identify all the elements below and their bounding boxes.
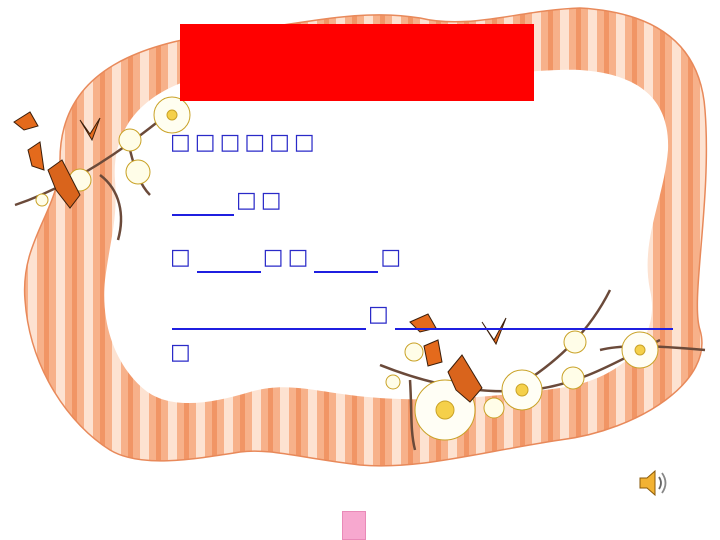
nav-button[interactable] <box>342 511 366 540</box>
text-line-5-content: □ <box>170 340 195 365</box>
text-line-4-mid: □ <box>368 302 393 327</box>
butterfly-icon <box>13 111 101 209</box>
title-banner <box>180 24 534 101</box>
text-line-3-mid: □□ <box>262 245 313 270</box>
blossom-flowers-topleft <box>35 96 191 207</box>
fill-blank[interactable] <box>172 306 366 330</box>
text-line-2: □□ <box>170 186 286 216</box>
text-line-3-start: □ <box>170 245 195 270</box>
speaker-icon[interactable] <box>636 466 670 500</box>
text-line-2-suffix: □□ <box>236 188 286 213</box>
fill-blank[interactable] <box>314 249 379 273</box>
fill-blank[interactable] <box>172 192 234 216</box>
text-line-4: □ <box>170 300 675 330</box>
fill-blank[interactable] <box>394 306 673 330</box>
text-line-3-end: □ <box>380 245 406 270</box>
text-line-1: □□□□□□ <box>170 128 319 158</box>
text-line-5: □ <box>170 338 195 368</box>
frame-inner <box>104 64 669 404</box>
butterfly-icon <box>409 313 507 403</box>
text-line-1-content: □□□□□□ <box>170 130 319 155</box>
text-line-3: □□□□ <box>170 243 405 273</box>
fill-blank[interactable] <box>196 249 261 273</box>
blossom-flowers-bottomright <box>385 330 659 441</box>
